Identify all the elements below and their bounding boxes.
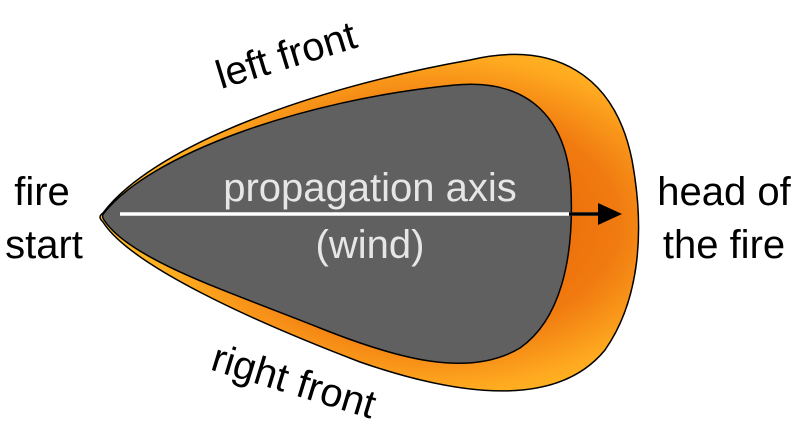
- axis-label-line2: (wind): [316, 223, 425, 267]
- fire-start-label-line1: fire: [14, 170, 70, 214]
- axis-label-line1: propagation axis: [223, 166, 517, 210]
- head-of-fire-label-line2: the fire: [663, 223, 785, 267]
- fire-start-label-line2: start: [5, 223, 83, 267]
- propagation-arrowhead-icon: [598, 203, 622, 225]
- left-front-label: left front: [211, 13, 362, 97]
- head-of-fire-label-line1: head of: [657, 170, 791, 214]
- burned-area: [101, 83, 573, 365]
